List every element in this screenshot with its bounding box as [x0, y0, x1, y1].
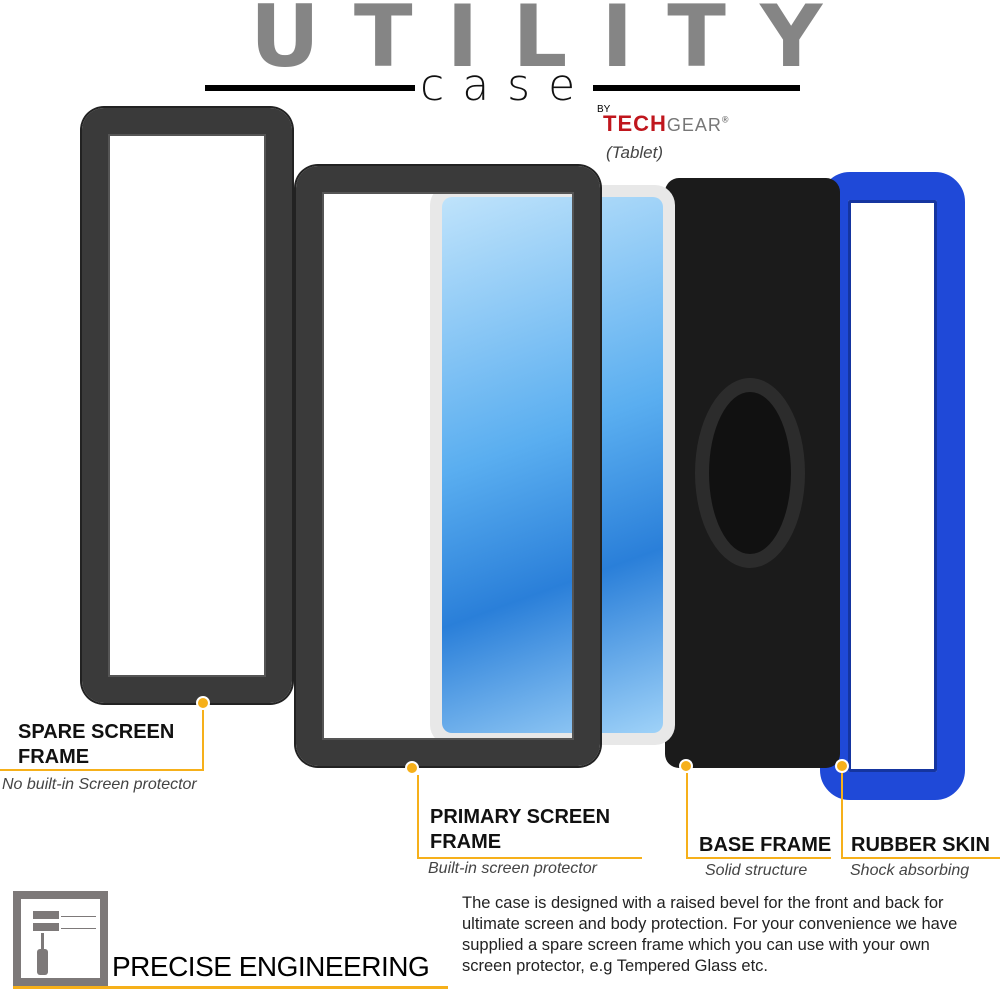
- spare-frame-subtitle: No built-in Screen protector: [2, 776, 197, 793]
- registered-mark: ®: [721, 114, 730, 125]
- callout-line: [202, 710, 204, 770]
- feature-title: PRECISE ENGINEERING: [112, 951, 430, 982]
- callout-line: [686, 857, 831, 859]
- callout-dot-base: [679, 759, 693, 773]
- hand-strap-rotator: [695, 378, 805, 568]
- by-label: BY: [597, 104, 611, 115]
- callout-dot-rubber: [835, 759, 849, 773]
- rubber-skin-title: RUBBER SKIN: [851, 834, 990, 856]
- spare-screen-frame-image: [82, 108, 292, 703]
- callout-line: [0, 769, 204, 771]
- callout-line: [841, 857, 1000, 859]
- spare-frame-title: SPARE SCREEN FRAME: [18, 721, 175, 768]
- primary-frame-title: PRIMARY SCREEN FRAME: [430, 806, 611, 853]
- callout-line: [417, 775, 419, 859]
- base-frame-subtitle: Solid structure: [705, 862, 808, 879]
- callout-line: [841, 773, 843, 859]
- callout-dot-primary: [405, 761, 419, 775]
- feature-underline: [13, 986, 448, 989]
- product-title: UTILITY: [250, 0, 857, 87]
- callout-line: [686, 773, 688, 859]
- tablet-image: [430, 185, 675, 745]
- rubber-skin-subtitle: Shock absorbing: [850, 862, 970, 879]
- base-frame-image: [665, 178, 840, 768]
- feature-description: The case is designed with a raised bevel…: [462, 894, 958, 975]
- callout-dot-spare: [196, 696, 210, 710]
- product-subtitle: case: [420, 60, 594, 111]
- brand-red: TECH: [603, 111, 667, 136]
- primary-screen-frame-image: [296, 166, 600, 766]
- callout-line: [417, 857, 642, 859]
- hammer-icon: [13, 891, 108, 986]
- device-label: (Tablet): [606, 143, 664, 162]
- rubber-skin-image: [820, 172, 965, 800]
- base-frame-title: BASE FRAME: [699, 834, 832, 856]
- brand-logo: TECHGEAR®: [603, 113, 730, 136]
- tablet-screen: [442, 197, 663, 733]
- title-rule-left: [205, 85, 415, 91]
- brand-gray: GEAR: [666, 115, 722, 135]
- title-rule-right: [593, 85, 800, 91]
- primary-frame-subtitle: Built-in screen protector: [428, 860, 597, 877]
